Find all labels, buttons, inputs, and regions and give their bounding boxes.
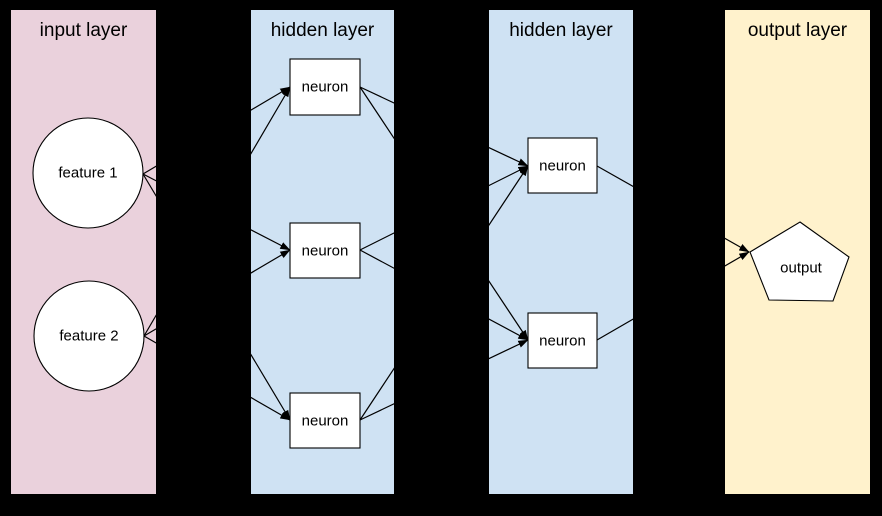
input-layer-title: input layer	[39, 20, 128, 41]
edge-h1n3-to-h2n1	[359, 165, 529, 421]
edge-h1n2-to-h2n2	[359, 249, 529, 341]
hidden-layer-1-title: hidden layer	[270, 20, 375, 41]
node-h2n2-label: neuron	[539, 332, 586, 349]
node-feature1-label: feature 1	[58, 164, 118, 182]
node-h1n1-shape	[289, 58, 361, 116]
node-h2n1-label: neuron	[539, 157, 586, 174]
panel-input-layer: input layer	[11, 10, 156, 494]
node-h1n3-label: neuron	[301, 412, 349, 429]
edge-h1n1-to-h2n2	[359, 86, 529, 341]
node-feature2-shape	[33, 280, 145, 392]
node-h1n3-shape	[289, 392, 361, 449]
node-h1n2-label: neuron	[301, 242, 349, 259]
edge-h1n3-to-h2n2	[359, 339, 529, 421]
edge-h1n1-to-h2n1	[359, 86, 529, 167]
node-h2n1-shape	[527, 137, 598, 194]
node-h1n1-label: neuron	[301, 78, 349, 96]
edge-h2n1-to-output	[596, 165, 750, 253]
edge-h1n2-to-h2n1	[359, 165, 529, 251]
edge-feature1-to-h1n3	[142, 173, 291, 421]
edge-feature2-to-h1n3	[143, 335, 291, 421]
edge-feature2-to-h1n2	[143, 249, 291, 337]
node-h2n2-shape	[527, 312, 598, 369]
edge-feature1-to-h1n1	[142, 86, 291, 175]
panel-hidden-layer-2: hidden layer	[489, 10, 633, 494]
edges-group	[142, 86, 750, 421]
node-feature1-shape	[32, 117, 144, 229]
node-feature2-label: feature 2	[59, 327, 119, 345]
nodes-group	[32, 58, 850, 449]
node-output-shape	[749, 221, 850, 302]
node-output-label: output	[780, 259, 822, 277]
edge-h2n2-to-output	[596, 251, 750, 341]
node-h1n2-shape	[289, 222, 361, 279]
output-layer-title: output layer	[747, 20, 848, 41]
hidden-layer-2-title: hidden layer	[509, 20, 613, 41]
edge-feature2-to-h1n1	[143, 86, 291, 337]
